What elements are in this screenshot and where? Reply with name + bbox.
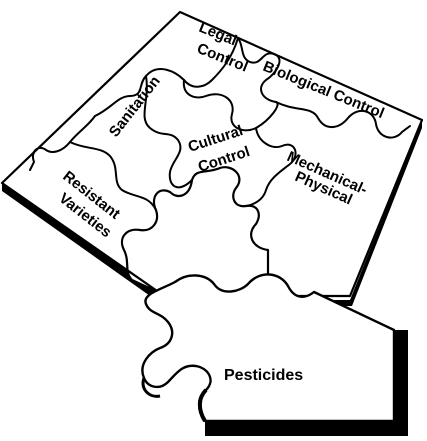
pesticides-piece [141,273,396,423]
board-thickness [2,120,422,436]
pesticides-label: Pesticides [224,367,303,384]
piece-seams [29,37,411,211]
pesticides-piece-shape [141,273,396,423]
